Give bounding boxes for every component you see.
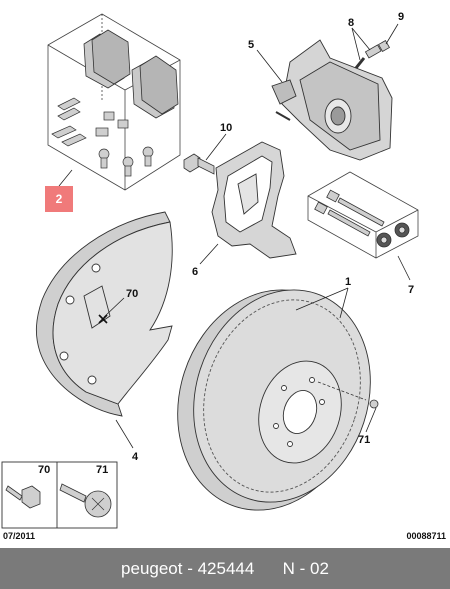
callout-8: 8 [348, 17, 354, 29]
footer-caption: peugeot - 425444 N - 02 [0, 548, 450, 589]
callout-71: 71 [358, 434, 370, 446]
document-code: 00088711 [406, 531, 446, 541]
shield-screw-marker [98, 314, 108, 324]
callout-1: 1 [345, 276, 351, 288]
leader-1 [295, 287, 349, 319]
callout-7: 7 [408, 284, 414, 296]
brake-pads [83, 29, 179, 119]
inset-label-71: 71 [96, 464, 108, 476]
callout-10: 10 [220, 122, 232, 134]
callout-6: 6 [192, 266, 198, 278]
caliper-carrier [211, 141, 297, 259]
exploded-brake-diagram: 1 4 5 6 7 8 9 10 70 71 70 71 [1, 11, 419, 529]
callout-2-badge: 2 [45, 186, 73, 212]
inset-frame [1, 461, 118, 529]
callout-5: 5 [248, 39, 254, 51]
callout-4: 4 [132, 451, 139, 463]
pad-clips [51, 97, 154, 177]
date-code: 07/2011 [3, 531, 36, 541]
guide-kit-box [307, 171, 419, 259]
callout-9: 9 [398, 11, 404, 23]
disc-screw [317, 381, 379, 409]
brake-caliper [271, 39, 393, 161]
guide-pins [314, 189, 410, 248]
callout-70: 70 [126, 288, 138, 300]
inset-screw-71 [59, 483, 112, 518]
brake-disc [177, 289, 371, 511]
inset-screw-70 [5, 485, 41, 509]
leader-8-9 [351, 23, 399, 61]
bolt [183, 153, 215, 175]
dust-shield [35, 211, 173, 417]
inset-label-70: 70 [38, 464, 50, 476]
